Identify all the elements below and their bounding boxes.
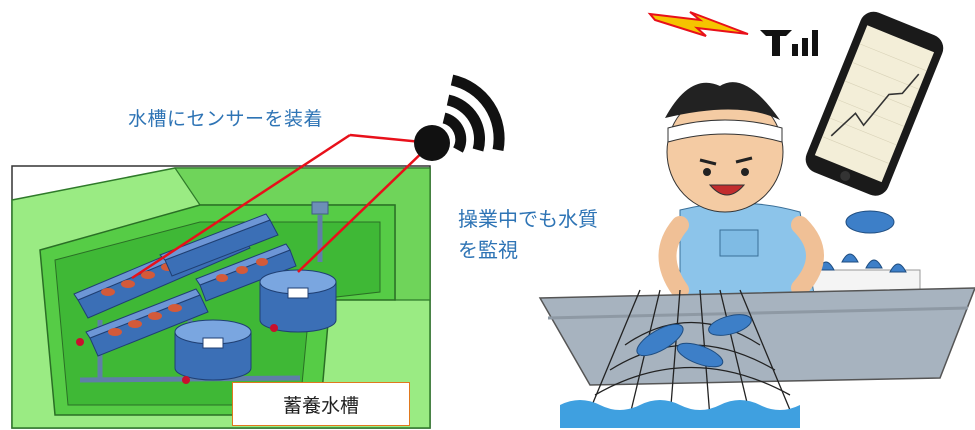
tank-caption-box: 蓄養水槽 (232, 382, 410, 426)
round-tank (259, 269, 337, 333)
sensor-attachment-label: 水槽にセンサーを装着 (128, 108, 324, 130)
monitor-label-line-1: 操業中でも水質 (458, 207, 598, 231)
monitor-label-line-2: を監視 (458, 238, 518, 262)
fisherman-illustration (538, 82, 975, 428)
wifi-sensor-icon (414, 74, 505, 161)
round-tank (174, 319, 252, 381)
smartphone-chart-icon (805, 11, 944, 196)
lightning-bolt-icon (647, 11, 749, 37)
tank-caption: 蓄養水槽 (282, 394, 359, 417)
aquaculture-facility (11, 165, 431, 429)
antenna-signal-icon (760, 30, 818, 56)
water-quality-monitoring-label: 操業中でも水質 を監視 (458, 204, 658, 266)
